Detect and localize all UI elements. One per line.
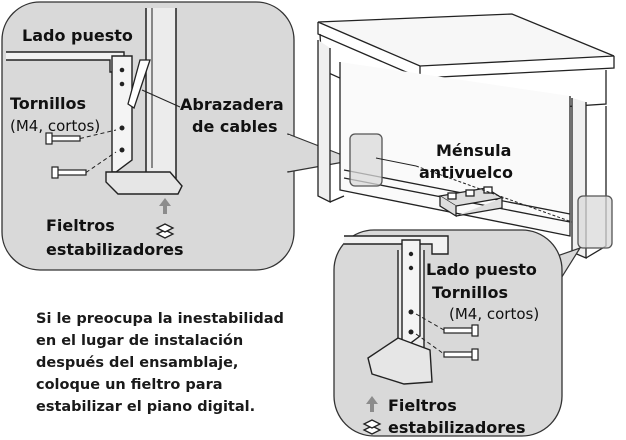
pedal-unit xyxy=(438,186,504,218)
right-side-label: Lado puesto xyxy=(426,260,537,279)
felt-pads-icon xyxy=(362,419,382,435)
note-line: coloque un fieltro para xyxy=(36,377,223,393)
anti-tip-bracket xyxy=(111,55,133,173)
left-screws-label: Tornillos xyxy=(10,94,87,113)
note-line: después del ensamblaje, xyxy=(36,355,239,371)
screw-icon xyxy=(415,333,479,361)
cable-clamp xyxy=(127,59,151,110)
felt-pads-icon xyxy=(155,223,175,239)
left-felts-label-2: estabilizadores xyxy=(46,240,184,259)
bracket-label-2: antivuelco xyxy=(419,163,513,182)
screw-icon xyxy=(415,313,479,337)
right-callout xyxy=(333,229,582,437)
highlight-left-bracket xyxy=(349,133,383,187)
note-line: estabilizar el piano digital. xyxy=(36,399,256,415)
note-line: en el lugar de instalación xyxy=(36,333,244,349)
right-screws-spec: (M4, cortos) xyxy=(449,305,540,323)
piano-lid xyxy=(317,13,615,67)
up-arrow-icon xyxy=(366,396,378,412)
piano-main-view xyxy=(317,13,615,259)
screw-icon xyxy=(45,129,117,145)
leg-foot xyxy=(105,171,183,195)
highlight-right-bracket xyxy=(577,195,613,249)
right-felts-label-2: estabilizadores xyxy=(388,418,526,437)
anti-tip-bracket xyxy=(401,239,421,349)
left-callout xyxy=(1,1,358,271)
screw-icon xyxy=(51,151,117,179)
leg-foot xyxy=(367,337,433,385)
right-felts-label-1: Fieltros xyxy=(388,396,457,415)
left-felts-label-1: Fieltros xyxy=(46,216,115,235)
bracket-label-1: Ménsula xyxy=(436,141,512,160)
left-screws-spec: (M4, cortos) xyxy=(10,117,101,135)
note-line: Si le preocupa la inestabilidad xyxy=(36,311,284,327)
left-clamp-label-2: de cables xyxy=(192,117,278,136)
piano-left-leg xyxy=(317,40,331,204)
left-side-label: Lado puesto xyxy=(22,26,133,45)
up-arrow-icon xyxy=(159,198,171,214)
stability-note: Si le preocupa la inestabilidad en el lu… xyxy=(36,308,284,418)
left-clamp-label-1: Abrazadera xyxy=(180,95,284,114)
right-screws-label: Tornillos xyxy=(432,283,509,302)
